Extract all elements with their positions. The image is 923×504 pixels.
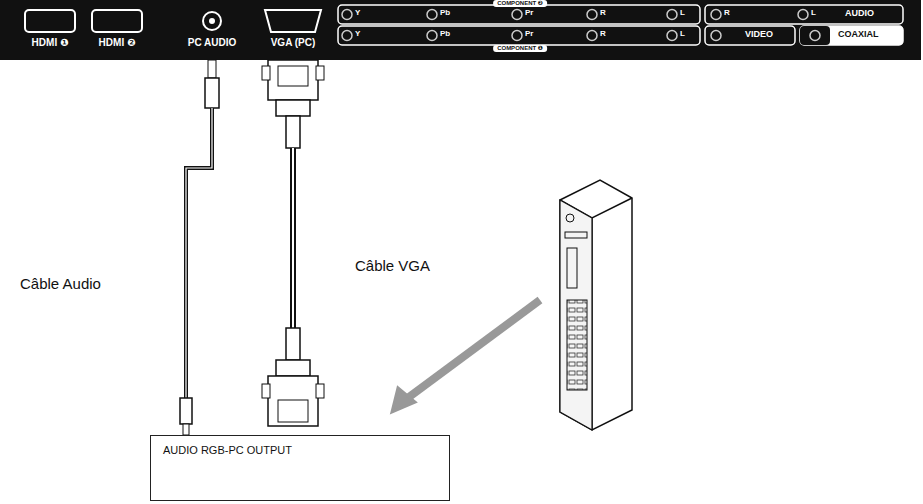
port-label: L	[811, 9, 816, 18]
output-panel: AUDIO RGB-PC OUTPUT	[150, 435, 450, 501]
port-label: COMPONENT ❶	[493, 45, 547, 52]
port-label: Y	[355, 30, 360, 39]
port-label: Y	[355, 9, 360, 18]
port-label: PC AUDIO	[188, 37, 237, 48]
port-label: Pb	[440, 9, 450, 18]
port-label: Pb	[440, 30, 450, 39]
port-label: VIDEO	[745, 30, 773, 40]
port-label: Pr	[525, 30, 533, 39]
port-label: Pr	[525, 9, 533, 18]
port-label: HDMI ❶	[32, 37, 69, 48]
port-label: AUDIO	[845, 9, 874, 19]
cable-label: Câble VGA	[355, 258, 430, 275]
port-label: L	[680, 9, 685, 18]
port-label: R	[724, 9, 730, 18]
port-label: VGA (PC)	[271, 37, 316, 48]
port-label: L	[680, 30, 685, 39]
port-label: HDMI ❷	[99, 37, 136, 48]
port-label: R	[600, 9, 606, 18]
port-label: COMPONENT ❷	[493, 0, 547, 7]
cable-label: Câble Audio	[20, 276, 101, 293]
panel-label: AUDIO RGB-PC OUTPUT	[163, 444, 437, 456]
port-label: R	[600, 30, 606, 39]
port-label: COAXIAL	[838, 30, 879, 40]
